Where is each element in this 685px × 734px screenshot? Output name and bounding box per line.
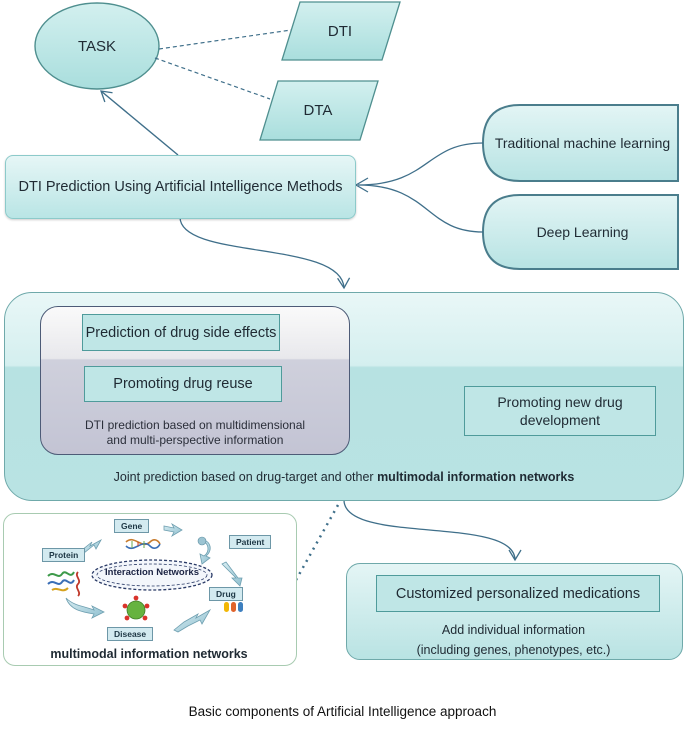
pills-icon xyxy=(224,602,243,612)
methods-brace-connector xyxy=(357,142,484,233)
disease-icon xyxy=(122,595,150,621)
interaction-networks-label: Interaction Networks xyxy=(105,567,199,578)
add-info-text: Add individual information (including ge… xyxy=(346,620,681,660)
joint-bold: multimodal information networks xyxy=(377,470,575,484)
cycle-arrow-icon xyxy=(221,561,243,587)
multi-info-line1: DTI prediction based on multidimensional xyxy=(84,418,306,432)
network-title: multimodal information networks xyxy=(50,647,248,661)
side-effects-label: Prediction of drug side effects xyxy=(85,324,277,341)
add-info-line1: Add individual information xyxy=(441,623,586,637)
figure-caption: Basic components of Artificial Intellige… xyxy=(188,704,497,719)
task-label: TASK xyxy=(77,37,117,55)
ai-to-panel-arrow xyxy=(179,216,351,290)
node-gene: Gene xyxy=(114,519,150,533)
ai-to-task-arrow xyxy=(100,90,179,156)
protein-icon xyxy=(47,571,81,597)
ai-methods-box: DTI Prediction Using Artificial Intellig… xyxy=(5,155,356,219)
new-drug-line2: development xyxy=(519,412,601,428)
interaction-ellipse-inner xyxy=(96,563,208,587)
dti-label: DTI xyxy=(327,22,353,40)
node-disease: Disease xyxy=(107,627,154,641)
panel-to-medication-arrow xyxy=(343,499,522,562)
node-patient: Patient xyxy=(229,535,272,549)
dna-icon xyxy=(125,538,161,550)
add-info-line2: (including genes, phenotypes, etc.) xyxy=(416,643,611,657)
traditional-ml-shape xyxy=(481,104,679,182)
cycle-arrow-icon xyxy=(198,539,211,565)
interaction-ellipse xyxy=(91,559,213,591)
custom-medication-box: Customized personalized medications xyxy=(376,575,660,612)
deep-learning-shape xyxy=(481,194,679,270)
dta-shape xyxy=(259,80,379,141)
cycle-arrow-icon xyxy=(65,597,105,619)
side-effects-box: Prediction of drug side effects xyxy=(82,314,280,351)
ai-methods-label: DTI Prediction Using Artificial Intellig… xyxy=(18,179,343,195)
multi-info-line2: and multi-perspective information xyxy=(106,433,284,447)
task-dta-connector xyxy=(154,57,271,100)
joint-prediction-text: Joint prediction based on drug-target an… xyxy=(6,470,682,484)
joint-prefix: Joint prediction based on drug-target an… xyxy=(113,470,374,484)
traditional-ml-label: Traditional machine learning xyxy=(494,135,671,151)
panel-to-network-dotted xyxy=(294,504,340,581)
task-ellipse xyxy=(34,2,160,90)
cycle-arrow-icon xyxy=(173,608,212,633)
dti-shape xyxy=(281,1,401,61)
new-drug-box: Promoting new drug development xyxy=(464,386,656,436)
network-graphic xyxy=(47,522,243,633)
dta-label: DTA xyxy=(303,102,333,119)
drug-reuse-box: Promoting drug reuse xyxy=(84,366,282,402)
node-protein: Protein xyxy=(42,548,86,562)
new-drug-line1: Promoting new drug xyxy=(497,394,623,410)
methods-brace-arrowhead xyxy=(354,177,369,193)
cycle-arrow-icon xyxy=(163,522,183,538)
deep-learning-label: Deep Learning xyxy=(536,224,629,240)
node-drug: Drug xyxy=(209,587,243,601)
patient-icon xyxy=(197,536,207,546)
network-panel: Gene Protein Patient Drug Disease Intera… xyxy=(3,513,297,666)
custom-medication-label: Customized personalized medications xyxy=(395,585,641,602)
drug-reuse-label: Promoting drug reuse xyxy=(113,376,253,392)
task-dti-connector xyxy=(158,29,292,50)
multi-info-text: DTI prediction based on multidimensional… xyxy=(70,418,320,448)
